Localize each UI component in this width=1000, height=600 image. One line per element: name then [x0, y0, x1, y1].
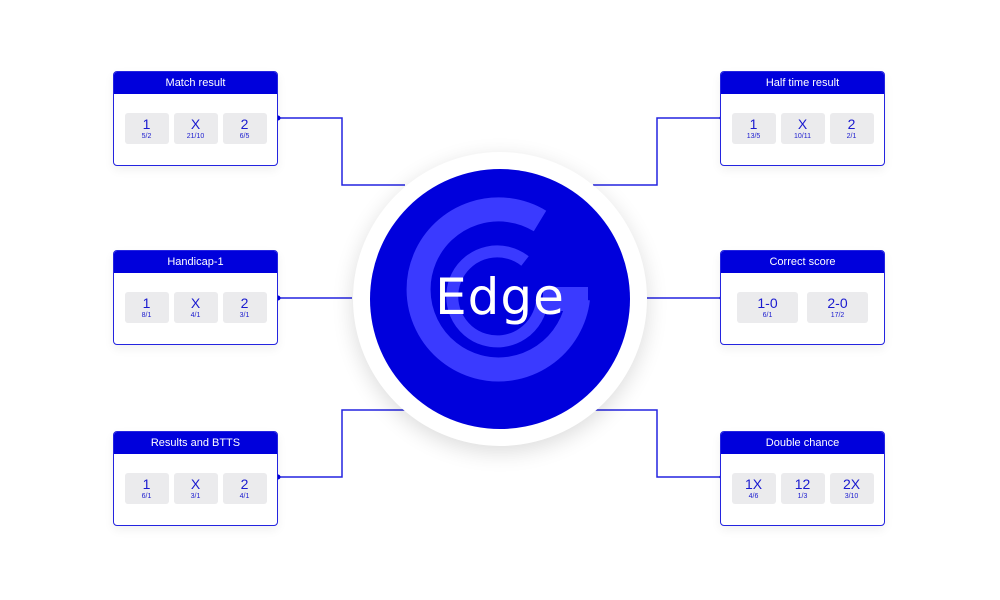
card-title: Results and BTTS	[114, 432, 277, 454]
odds-button[interactable]: 12 1/3	[780, 473, 825, 504]
selection-label: 2X	[842, 475, 861, 492]
card-title: Match result	[114, 72, 277, 94]
market-card-results-btts: Results and BTTS 1 6/1 X 3/1 2 4/1	[113, 431, 278, 526]
card-title: Half time result	[721, 72, 884, 94]
odds-button[interactable]: 1 6/1	[124, 473, 169, 504]
odds-button[interactable]: X 21/10	[173, 113, 218, 144]
odds-price: 6/1	[762, 311, 773, 319]
selection-label: 1	[142, 115, 151, 132]
selection-label: 1X	[744, 475, 763, 492]
odds-price: 3/1	[239, 311, 250, 319]
selection-label: 2	[240, 475, 249, 492]
selection-label: 12	[794, 475, 811, 492]
odds-button[interactable]: 2-0 17/2	[807, 292, 868, 323]
market-card-handicap: Handicap-1 1 8/1 X 4/1 2 3/1	[113, 250, 278, 345]
selection-label: X	[797, 115, 808, 132]
odds-price: 4/1	[190, 311, 201, 319]
odds-price: 5/2	[141, 132, 152, 140]
odds-button[interactable]: 1X 4/6	[731, 473, 776, 504]
selection-label: 2	[847, 115, 856, 132]
market-card-half-time-result: Half time result 1 13/5 X 10/11 2 2/1	[720, 71, 885, 166]
odds-button[interactable]: 1 5/2	[124, 113, 169, 144]
selection-label: 1	[142, 294, 151, 311]
selection-label: 2	[240, 294, 249, 311]
selection-label: 1	[142, 475, 151, 492]
edge-hub: Edge	[370, 169, 630, 429]
odds-price: 6/5	[239, 132, 250, 140]
odds-button[interactable]: 2 6/5	[222, 113, 267, 144]
selection-label: 2-0	[827, 294, 848, 311]
card-title: Handicap-1	[114, 251, 277, 273]
market-card-double-chance: Double chance 1X 4/6 12 1/3 2X 3/10	[720, 431, 885, 526]
odds-button[interactable]: X 3/1	[173, 473, 218, 504]
card-title: Double chance	[721, 432, 884, 454]
odds-button[interactable]: 1 13/5	[731, 113, 776, 144]
hub-label: Edge	[435, 268, 565, 326]
selection-label: X	[190, 475, 201, 492]
odds-price: 4/1	[239, 492, 250, 500]
odds-button[interactable]: 2 4/1	[222, 473, 267, 504]
odds-button[interactable]: X 10/11	[780, 113, 825, 144]
odds-button[interactable]: 2 2/1	[829, 113, 874, 144]
selection-label: 1	[749, 115, 758, 132]
odds-price: 6/1	[141, 492, 152, 500]
odds-price: 1/3	[797, 492, 808, 500]
odds-price: 3/10	[844, 492, 859, 500]
odds-price: 17/2	[830, 311, 845, 319]
selection-label: X	[190, 294, 201, 311]
selection-label: X	[190, 115, 201, 132]
odds-price: 8/1	[141, 311, 152, 319]
odds-button[interactable]: 2 3/1	[222, 292, 267, 323]
odds-button[interactable]: 2X 3/10	[829, 473, 874, 504]
odds-price: 10/11	[794, 132, 811, 140]
odds-price: 4/6	[748, 492, 759, 500]
odds-button[interactable]: 1-0 6/1	[737, 292, 798, 323]
market-card-correct-score: Correct score 1-0 6/1 2-0 17/2	[720, 250, 885, 345]
odds-button[interactable]: X 4/1	[173, 292, 218, 323]
odds-price: 21/10	[186, 132, 205, 140]
edge-logo-icon	[406, 197, 590, 382]
odds-price: 13/5	[746, 132, 761, 140]
selection-label: 1-0	[757, 294, 778, 311]
odds-button[interactable]: 1 8/1	[124, 292, 169, 323]
selection-label: 2	[240, 115, 249, 132]
market-card-match-result: Match result 1 5/2 X 21/10 2 6/5	[113, 71, 278, 166]
odds-price: 3/1	[190, 492, 201, 500]
card-title: Correct score	[721, 251, 884, 273]
odds-price: 2/1	[846, 132, 857, 140]
